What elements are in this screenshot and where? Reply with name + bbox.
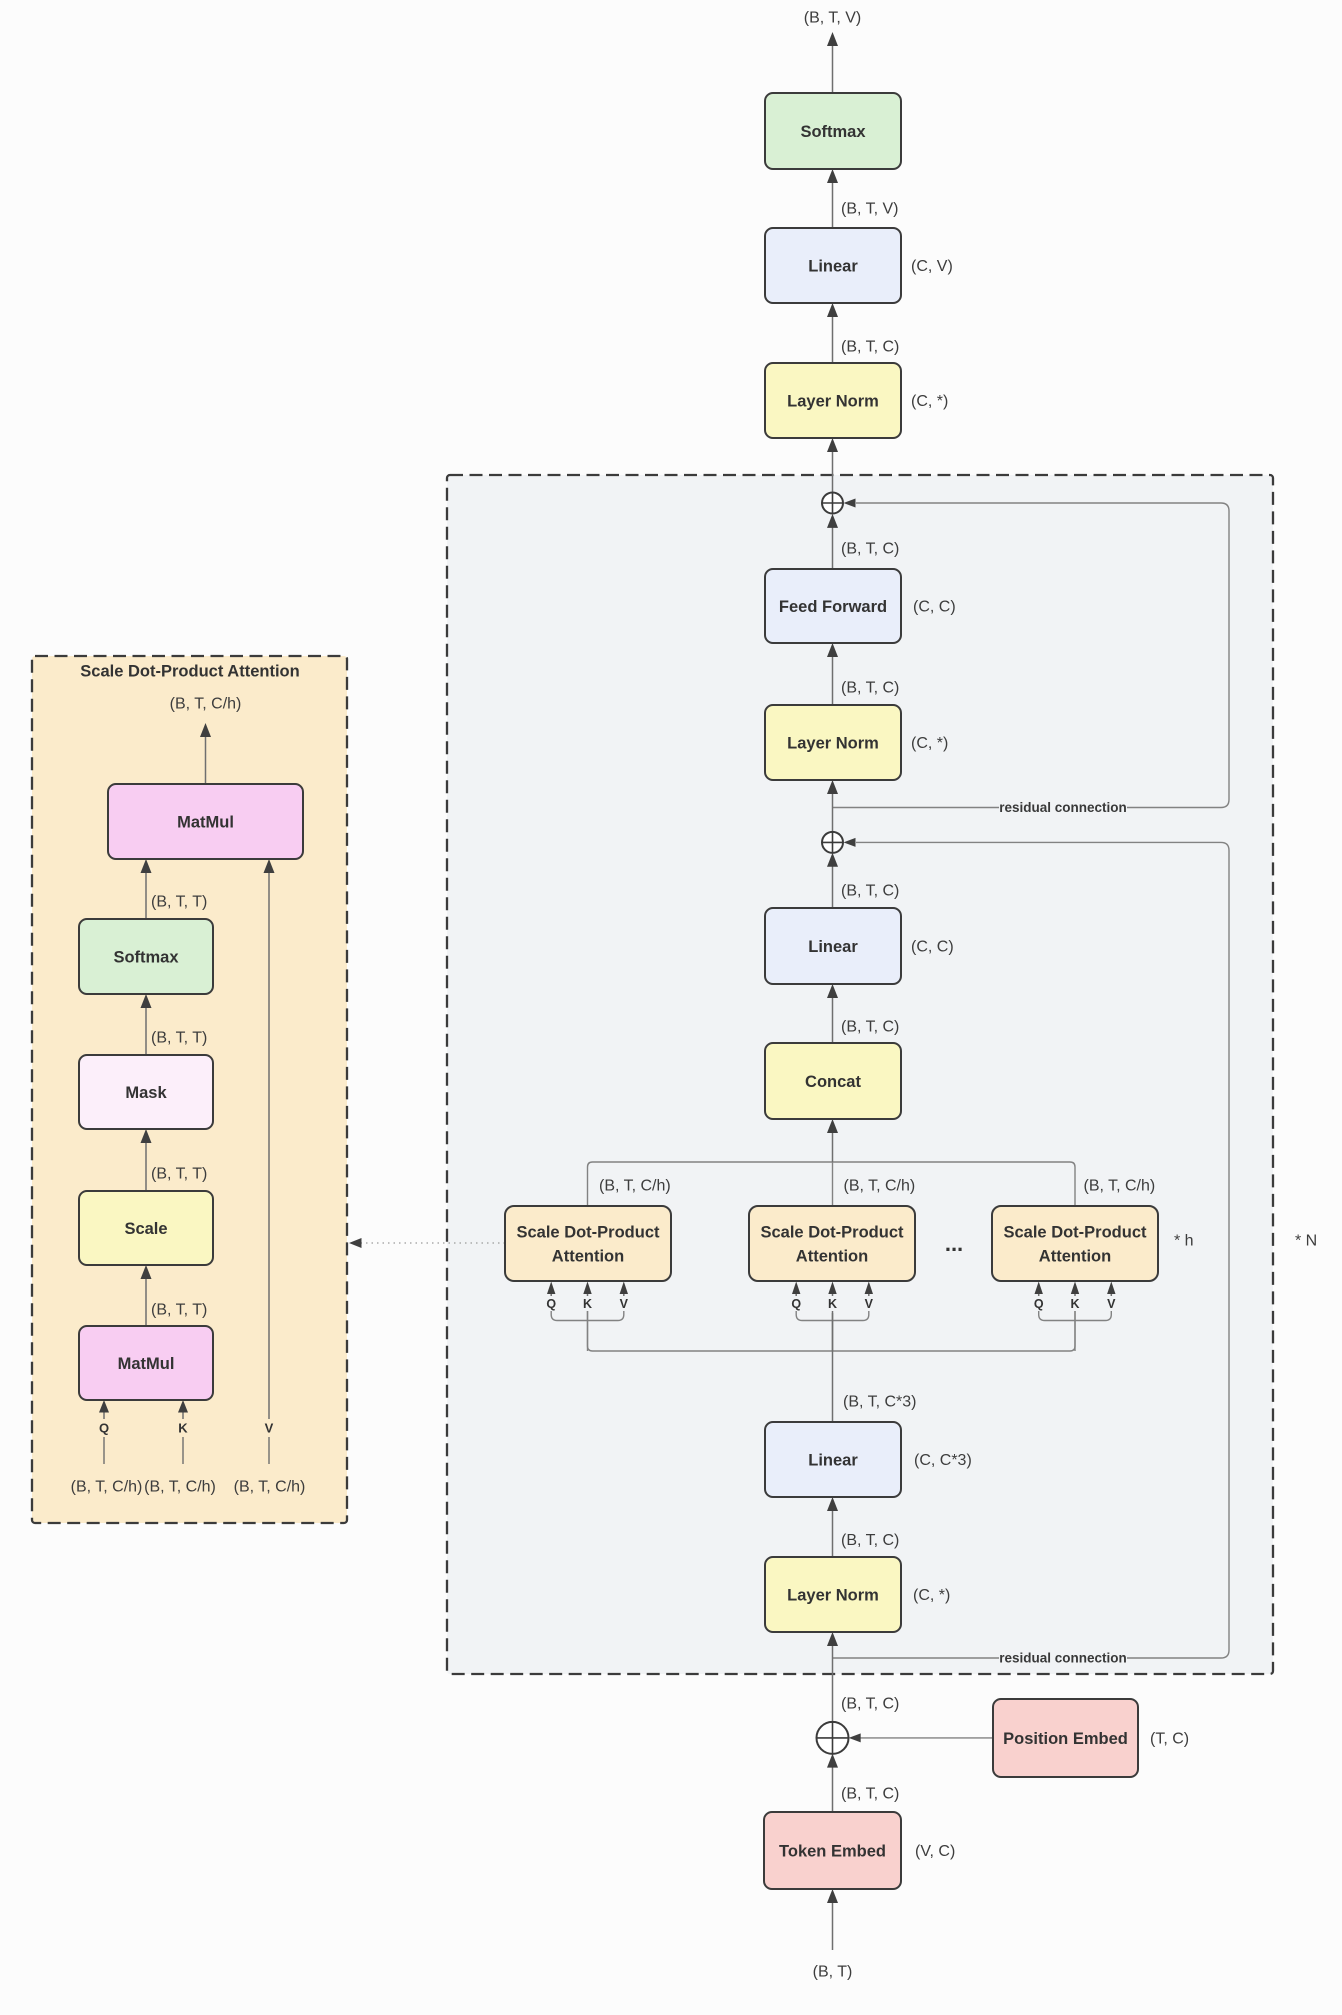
- svg-text:Concat: Concat: [805, 1073, 861, 1091]
- svg-text:(B, T, V): (B, T, V): [841, 201, 899, 218]
- svg-text:(B, T, C): (B, T, C): [841, 1696, 899, 1713]
- svg-text:Linear: Linear: [808, 1451, 858, 1469]
- svg-text:K: K: [828, 1297, 837, 1311]
- svg-text:* h: * h: [1174, 1233, 1194, 1250]
- svg-text:Linear: Linear: [808, 257, 858, 275]
- svg-text:V: V: [265, 1421, 274, 1436]
- svg-text:Scale Dot-Product: Scale Dot-Product: [760, 1223, 904, 1241]
- svg-text:(C, *): (C, *): [911, 735, 948, 752]
- svg-text:(B, T, C): (B, T, C): [841, 680, 899, 697]
- svg-text:Layer Norm: Layer Norm: [787, 734, 879, 752]
- svg-text:(B, T, C): (B, T, C): [841, 1786, 899, 1803]
- svg-text:(B, T, C/h): (B, T, C/h): [1084, 1178, 1156, 1195]
- svg-text:(B, T, C/h): (B, T, C/h): [170, 696, 242, 713]
- svg-text:residual connection: residual connection: [999, 800, 1127, 815]
- svg-text:(C, C*3): (C, C*3): [914, 1452, 972, 1469]
- svg-text:Attention: Attention: [796, 1247, 868, 1265]
- svg-text:(B, T, C): (B, T, C): [841, 541, 899, 558]
- svg-text:Softmax: Softmax: [800, 123, 866, 141]
- svg-text:Scale Dot-Product: Scale Dot-Product: [1003, 1223, 1147, 1241]
- svg-text:...: ...: [945, 1231, 963, 1256]
- svg-text:(B, T, C/h): (B, T, C/h): [599, 1178, 671, 1195]
- svg-text:(C, V): (C, V): [911, 258, 953, 275]
- svg-text:(C, *): (C, *): [911, 393, 948, 410]
- svg-text:residual connection: residual connection: [999, 1651, 1127, 1666]
- svg-text:(C, *): (C, *): [913, 1587, 950, 1604]
- svg-text:Feed Forward: Feed Forward: [779, 598, 887, 616]
- svg-text:(B, T, C): (B, T, C): [841, 1532, 899, 1549]
- svg-text:Q: Q: [791, 1297, 801, 1311]
- svg-text:(B, T, T): (B, T, T): [151, 1166, 207, 1183]
- svg-text:Scale Dot-Product: Scale Dot-Product: [516, 1223, 660, 1241]
- svg-text:K: K: [1070, 1297, 1079, 1311]
- svg-text:Layer Norm: Layer Norm: [787, 1586, 879, 1604]
- svg-text:Scale Dot-Product Attention: Scale Dot-Product Attention: [80, 662, 299, 680]
- svg-text:(B, T, C): (B, T, C): [841, 339, 899, 356]
- svg-text:(B, T, C): (B, T, C): [841, 1019, 899, 1036]
- svg-text:(C, C): (C, C): [911, 939, 954, 956]
- svg-text:(V, C): (V, C): [915, 1843, 955, 1860]
- svg-text:Token Embed: Token Embed: [779, 1842, 886, 1860]
- svg-text:(B, T, T): (B, T, T): [151, 1302, 207, 1319]
- svg-text:(B, T, C): (B, T, C): [841, 883, 899, 900]
- svg-text:Mask: Mask: [125, 1084, 167, 1102]
- svg-text:V: V: [620, 1297, 629, 1311]
- svg-text:V: V: [865, 1297, 874, 1311]
- svg-text:MatMul: MatMul: [118, 1355, 175, 1373]
- svg-text:(B, T, T): (B, T, T): [151, 894, 207, 911]
- svg-text:(B, T, C/h): (B, T, C/h): [234, 1479, 306, 1496]
- svg-text:(B, T, V): (B, T, V): [804, 10, 862, 27]
- svg-text:MatMul: MatMul: [177, 813, 234, 831]
- svg-text:Q: Q: [546, 1297, 556, 1311]
- svg-text:(T, C): (T, C): [1150, 1731, 1189, 1748]
- svg-text:Position Embed: Position Embed: [1003, 1730, 1128, 1748]
- svg-text:K: K: [178, 1421, 188, 1436]
- svg-text:Q: Q: [99, 1421, 109, 1436]
- svg-text:Linear: Linear: [808, 938, 858, 956]
- svg-text:(B, T, C/h): (B, T, C/h): [844, 1178, 916, 1195]
- svg-text:Q: Q: [1034, 1297, 1044, 1311]
- svg-text:Scale: Scale: [124, 1220, 167, 1238]
- svg-text:(B, T): (B, T): [813, 1964, 853, 1981]
- svg-text:* N: * N: [1295, 1233, 1317, 1250]
- svg-text:(B, T, C/h): (B, T, C/h): [144, 1479, 216, 1496]
- svg-text:Softmax: Softmax: [113, 948, 179, 966]
- svg-text:(B, T, C*3): (B, T, C*3): [843, 1394, 917, 1411]
- svg-text:(C, C): (C, C): [913, 599, 956, 616]
- svg-text:Attention: Attention: [1039, 1247, 1111, 1265]
- svg-text:K: K: [583, 1297, 592, 1311]
- svg-text:V: V: [1107, 1297, 1116, 1311]
- svg-text:(B, T, C/h): (B, T, C/h): [71, 1479, 143, 1496]
- svg-text:(B, T, T): (B, T, T): [151, 1030, 207, 1047]
- svg-text:Attention: Attention: [552, 1247, 624, 1265]
- svg-text:Layer Norm: Layer Norm: [787, 392, 879, 410]
